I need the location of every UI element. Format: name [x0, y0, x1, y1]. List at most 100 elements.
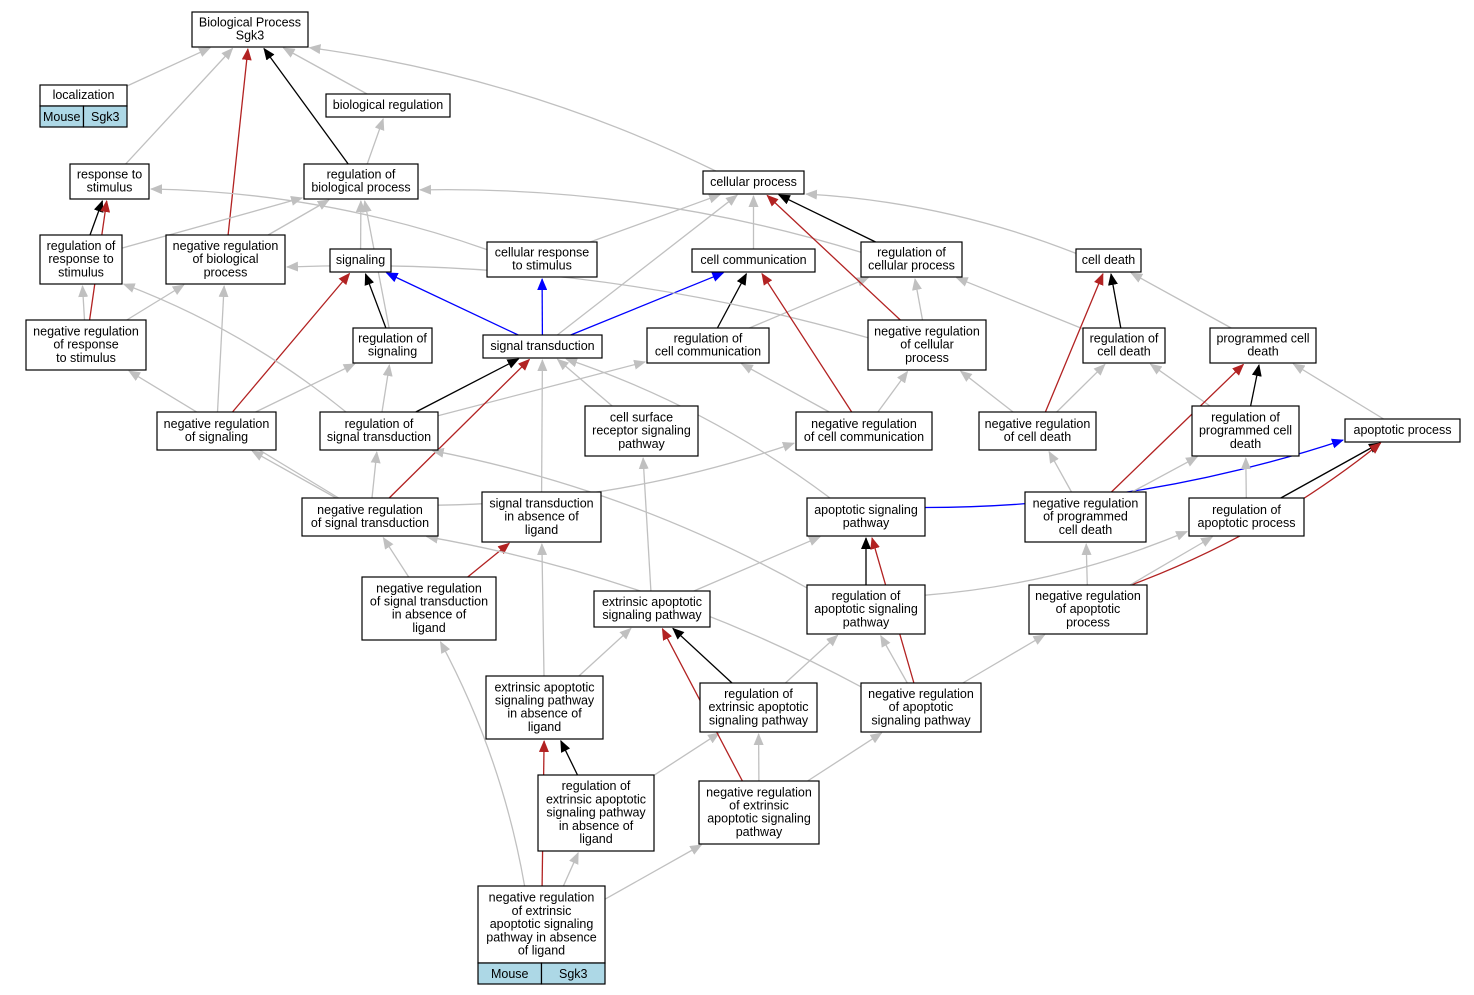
edge-is-a — [784, 634, 839, 684]
go-term-label-line: extrinsic apoptotic — [708, 700, 808, 714]
go-term-label-line: Sgk3 — [236, 29, 265, 43]
go-term-label-line: cell communication — [655, 345, 761, 359]
go-term-box — [156, 411, 277, 451]
go-term-label-line: extrinsic apoptotic — [494, 680, 594, 694]
edge-is-a — [562, 851, 579, 887]
edge-is-a — [126, 47, 212, 87]
edge-layer — [78, 44, 1384, 900]
go-term-label-line: negative regulation — [489, 891, 595, 905]
svg-text:Sgk3: Sgk3 — [91, 110, 120, 124]
go-term-box — [69, 163, 150, 200]
go-term-label-line: death — [1247, 345, 1278, 359]
go-term-label-line: signaling — [336, 253, 385, 267]
go-term-label-line: in absence of — [392, 608, 467, 622]
go-term-box — [25, 319, 147, 371]
go-term-box — [319, 411, 439, 451]
edge-part-of — [672, 627, 733, 684]
go-term-label-line: cellular process — [710, 175, 797, 189]
go-term-box — [481, 491, 602, 543]
go-term-node-celldeath: cell death — [1075, 248, 1142, 273]
go-term-label-line: cell death — [1082, 253, 1136, 267]
go-term-label-line: to stimulus — [56, 351, 116, 365]
go-term-box — [699, 682, 818, 733]
go-term-label-line: apoptotic process — [1198, 516, 1296, 530]
go-term-box — [646, 327, 770, 364]
go-term-label-line: of cell communication — [804, 430, 924, 444]
go-term-box — [486, 241, 598, 278]
go-term-label-line: signal transduction — [489, 496, 593, 510]
go-term-label-line: signaling pathway — [495, 694, 595, 708]
go-term-label-line: regulation of — [1211, 410, 1280, 424]
go-term-label-line: pathway in absence — [486, 930, 597, 944]
go-term-label-line: of programmed — [1043, 510, 1128, 524]
edge-is-a — [126, 284, 185, 321]
edge-is-a — [122, 283, 347, 413]
go-term-label-line: signaling pathway — [546, 806, 646, 820]
go-term-box — [698, 780, 820, 845]
edge-is-a — [962, 634, 1046, 684]
edge-is-a — [251, 450, 337, 499]
go-term-node-cellcomm: cell communication — [691, 248, 816, 273]
go-term-label-line: stimulus — [87, 181, 133, 195]
go-term-label-line: negative regulation — [1033, 496, 1139, 510]
go-term-label-line: of response — [53, 338, 118, 352]
edge-is-a — [308, 44, 716, 172]
edge-negatively-regulates — [761, 272, 853, 413]
go-term-label-line: regulation of — [1090, 332, 1159, 346]
go-term-box — [867, 319, 987, 371]
edge-regulates — [924, 438, 1344, 509]
go-term-box — [325, 93, 451, 118]
edge-is-a — [125, 47, 234, 165]
go-term-box — [361, 576, 497, 641]
go-term-label-line: negative regulation — [376, 581, 482, 595]
svg-text:Mouse: Mouse — [43, 110, 81, 124]
edge-part-of — [364, 272, 387, 329]
edge-is-a — [1292, 363, 1384, 420]
go-term-label-line: of apoptotic — [889, 700, 954, 714]
edge-is-a — [1131, 456, 1199, 493]
go-term-node-cellproc: cellular process — [702, 170, 805, 195]
edge-is-a — [78, 285, 89, 321]
go-term-box — [477, 885, 606, 964]
go-term-label-line: signaling pathway — [871, 713, 971, 727]
edge-negatively-regulates — [467, 542, 510, 578]
go-term-label-line: Biological Process — [199, 16, 301, 30]
go-term-label-line: of ligand — [518, 944, 565, 958]
edge-part-of — [1108, 273, 1122, 329]
go-term-label-line: extrinsic apoptotic — [546, 792, 646, 806]
edge-is-a — [267, 199, 330, 236]
go-term-label-line: regulation of — [724, 687, 793, 701]
go-term-label-line: ligand — [528, 720, 561, 734]
go-term-label-line: signaling pathway — [709, 713, 809, 727]
organism-badge: Mouse — [39, 105, 85, 128]
go-term-label-line: negative regulation — [874, 324, 980, 338]
go-term-box — [485, 675, 604, 740]
go-term-box — [1188, 497, 1305, 537]
go-term-label-line: regulation of — [674, 332, 743, 346]
go-term-label-line: cell surface — [610, 410, 673, 424]
go-term-label-line: regulation of — [1212, 503, 1281, 517]
go-term-label-line: localization — [53, 88, 115, 102]
go-term-label-line: of signal transduction — [311, 516, 429, 530]
edge-is-a — [370, 451, 381, 499]
go-term-box — [482, 334, 603, 359]
go-term-label-line: negative regulation — [173, 239, 279, 253]
go-term-label-line: apoptotic signaling — [814, 503, 918, 517]
